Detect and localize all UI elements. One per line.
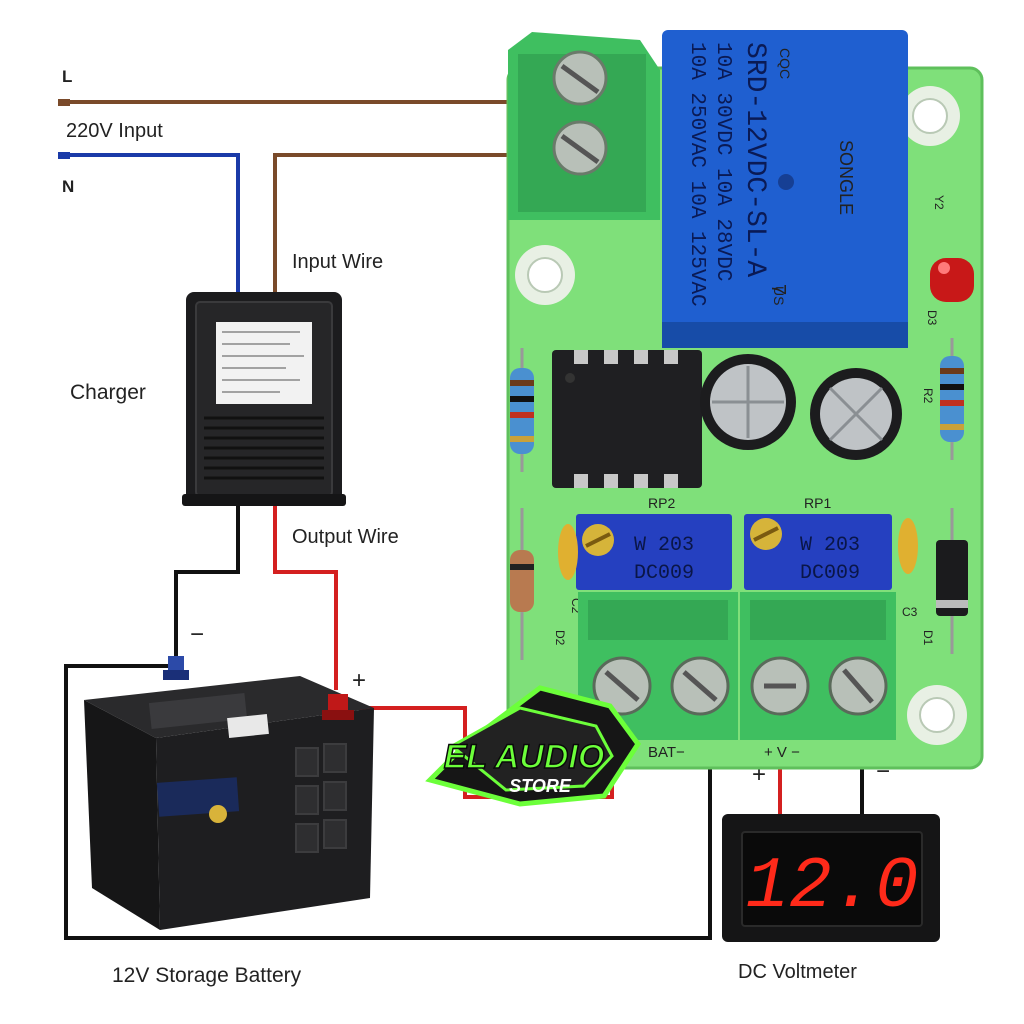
relay-rivet [778,174,794,190]
output-wire-label: Output Wire [292,526,399,548]
rp1-text-1: W 203 [800,534,860,557]
silk-d1: D1 [921,630,935,646]
charger-positive-wire [273,505,338,690]
charger-label: Charger [70,381,146,404]
charger-adapter [182,292,346,506]
live-label: L [62,67,72,86]
ic-chip [552,350,702,488]
store-watermark: EL AUDIO STORE [425,685,642,807]
battery-label: 12V Storage Battery [112,964,302,987]
trimmer-pot-rp2: W 203 DC009 [576,514,732,590]
silk-d3: D3 [925,310,939,326]
charger-control-board: SRD-12VDC-SL-A 10A 30VDC 10A 28VDC 10A 2… [506,30,984,770]
input-wire [273,153,520,295]
input-voltage-label: 220V Input [66,120,163,142]
input-wire-label: Input Wire [292,251,383,273]
charger-plus-label: + [352,667,366,694]
silk-v: + V − [764,744,800,761]
battery-logo [156,777,240,823]
live-wire-tip [58,99,70,106]
led-d3 [930,258,974,302]
mount-hole-bottom-right [907,685,967,745]
charger-negative-wire [174,505,240,665]
mount-hole-mid-left [515,245,575,305]
relay-cert: CQC [777,48,793,79]
relay-rating-1: 10A 30VDC 10A 28VDC [711,42,734,281]
watermark-line-2: STORE [509,776,572,796]
battery-positive-terminal [322,694,354,720]
battery-negative-terminal [163,656,189,680]
resistor-r2 [940,338,964,460]
diode-d2 [510,508,534,660]
neutral-wire-tip [58,152,70,159]
rp1-text-2: DC009 [800,562,860,585]
dc-voltmeter: 12.0 [722,814,940,942]
relay-number: 7 [767,284,789,295]
input-terminal-block [508,32,660,220]
terminal-screw-bat-plus [592,656,652,716]
silk-rp2: RP2 [648,495,675,511]
storage-battery [84,656,374,930]
resistor-left [510,348,534,472]
silk-rp1: RP1 [804,495,831,511]
battery-negative-wire [64,664,712,940]
silk-d2: D2 [553,630,567,646]
capacitor-left [700,354,796,450]
neutral-label: N [62,177,74,196]
voltmeter-label: DC Voltmeter [738,961,857,983]
capacitor-right [810,368,902,460]
voltmeter-reading: 12.0 [746,846,919,928]
relay-rating-2: 10A 250VAC 10A 125VAC [685,42,708,307]
mount-hole-top-right [900,86,960,146]
neutral-wire [62,153,240,295]
rp2-text-2: DC009 [634,562,694,585]
trimmer-pot-rp1: W 203 DC009 [744,514,892,590]
relay-brand: SONGLE [836,140,856,215]
capacitor-c2 [558,524,578,580]
charger-minus-label: − [190,621,204,648]
silk-c3: C3 [902,605,918,619]
terminal-screw-v-plus [750,656,810,716]
charger-spec-sticker [216,322,312,404]
silk-bat: BAT− [648,744,685,761]
capacitor-c3 [898,518,918,574]
watermark-line-1: EL AUDIO [444,738,605,776]
terminal-screw-v-minus [828,656,888,716]
silk-r2: R2 [921,388,935,404]
wires [58,99,864,940]
silk-y2: Y2 [932,195,946,210]
diode-d1 [936,508,968,654]
relay: SRD-12VDC-SL-A 10A 30VDC 10A 28VDC 10A 2… [662,30,908,348]
relay-model-text: SRD-12VDC-SL-A [739,42,770,277]
relay-ul-mark: US [771,286,787,305]
output-terminal-block [578,592,896,740]
rp2-text-1: W 203 [634,534,694,557]
terminal-screw-bat-minus [670,656,730,716]
